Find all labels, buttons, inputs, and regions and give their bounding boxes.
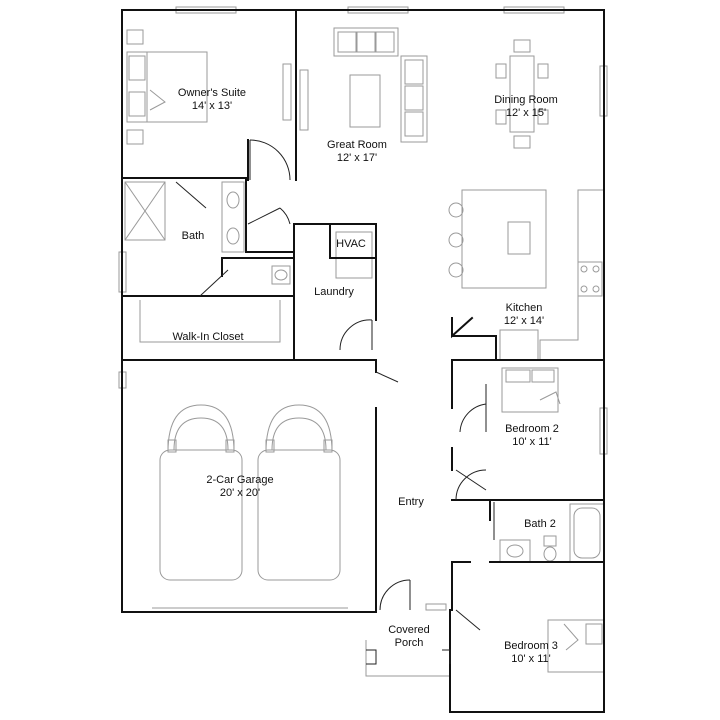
bedroom2-dims: 10' x 11': [512, 436, 551, 448]
svg-text:10' x 11': 10' x 11': [511, 653, 550, 665]
svg-text:Owner's Suite: Owner's Suite: [178, 87, 246, 99]
kitchen-counter: [539, 189, 604, 360]
garage-dims: 20' x 20': [220, 487, 260, 499]
svg-text:Bedroom 3: Bedroom 3: [504, 640, 558, 652]
svg-text:20' x 20': 20' x 20': [220, 487, 260, 499]
svg-text:12' x 14': 12' x 14': [504, 315, 544, 327]
sofa-side-icon: [400, 55, 428, 143]
svg-text:Covered: Covered: [388, 624, 430, 636]
laundry-label: Laundry: [314, 286, 354, 298]
owners-suite-label: Owner's Suite: [178, 87, 246, 99]
toilet-icon: [271, 265, 291, 285]
svg-text:Dining Room: Dining Room: [494, 94, 558, 106]
svg-text:Porch: Porch: [395, 637, 424, 649]
bedroom3-dims: 10' x 11': [511, 653, 550, 665]
car-icon: [159, 404, 243, 581]
walk-in-closet-label: Walk-In Closet: [172, 331, 243, 343]
bath2-toilet-icon: [543, 535, 557, 562]
svg-text:Bath: Bath: [182, 230, 205, 242]
garage-label: 2-Car Garage: [206, 474, 273, 486]
doors: [175, 139, 495, 665]
kitchen-label: Kitchen: [506, 302, 543, 314]
bedroom3-label: Bedroom 3: [504, 640, 558, 652]
owners-suite-dims: 14' x 13': [192, 100, 232, 112]
car-icon: [257, 404, 341, 581]
sofa-icon: [333, 27, 399, 57]
bedroom2-bed-icon: [501, 367, 561, 413]
dining-room-dims: 12' x 15': [506, 107, 546, 119]
cooktop-icon: [577, 261, 603, 297]
bath2-label: Bath 2: [524, 518, 556, 530]
sink-icon: [499, 539, 531, 563]
svg-text:10' x 11': 10' x 11': [512, 436, 551, 448]
svg-text:14' x 13': 14' x 13': [192, 100, 232, 112]
tv-console: [299, 69, 309, 131]
room-labels: Owner's Suite 14' x 13' Great Room 12' x…: [172, 87, 558, 665]
svg-text:12' x 17': 12' x 17': [337, 152, 377, 164]
svg-text:12' x 15': 12' x 15': [506, 107, 546, 119]
dining-room-label: Dining Room: [494, 94, 558, 106]
great-room-dims: 12' x 17': [337, 152, 377, 164]
fridge: [499, 329, 539, 361]
svg-text:Bedroom 2: Bedroom 2: [505, 423, 559, 435]
svg-text:Laundry: Laundry: [314, 286, 354, 298]
svg-text:Great Room: Great Room: [327, 139, 387, 151]
svg-text:Kitchen: Kitchen: [506, 302, 543, 314]
covered-porch-label-line2: Porch: [395, 637, 424, 649]
svg-text:Entry: Entry: [398, 496, 424, 508]
svg-text:HVAC: HVAC: [336, 238, 366, 250]
covered-porch-label: Covered: [388, 624, 430, 636]
shower-icon: [124, 181, 166, 241]
dining-table-icon: [495, 39, 549, 149]
vanity-icon: [221, 181, 245, 253]
walls: [121, 9, 605, 713]
kitchen-dims: 12' x 14': [504, 315, 544, 327]
bedroom2-label: Bedroom 2: [505, 423, 559, 435]
owners-bed-icon: [126, 29, 208, 145]
bathtub-icon: [569, 503, 605, 563]
suite-dresser: [282, 63, 292, 121]
entry-label: Entry: [398, 496, 424, 508]
porch-steps: [365, 640, 450, 677]
furniture: [124, 27, 605, 677]
hvac-label: HVAC: [336, 238, 366, 250]
svg-text:Bath 2: Bath 2: [524, 518, 556, 530]
washer-dryer: [335, 231, 373, 279]
svg-text:2-Car Garage: 2-Car Garage: [206, 474, 273, 486]
kitchen-island-icon: [448, 189, 547, 289]
coffee-table: [349, 74, 381, 128]
bath-label: Bath: [182, 230, 205, 242]
svg-text:Walk-In Closet: Walk-In Closet: [172, 331, 243, 343]
closet-shelves: [139, 300, 281, 343]
great-room-label: Great Room: [327, 139, 387, 151]
